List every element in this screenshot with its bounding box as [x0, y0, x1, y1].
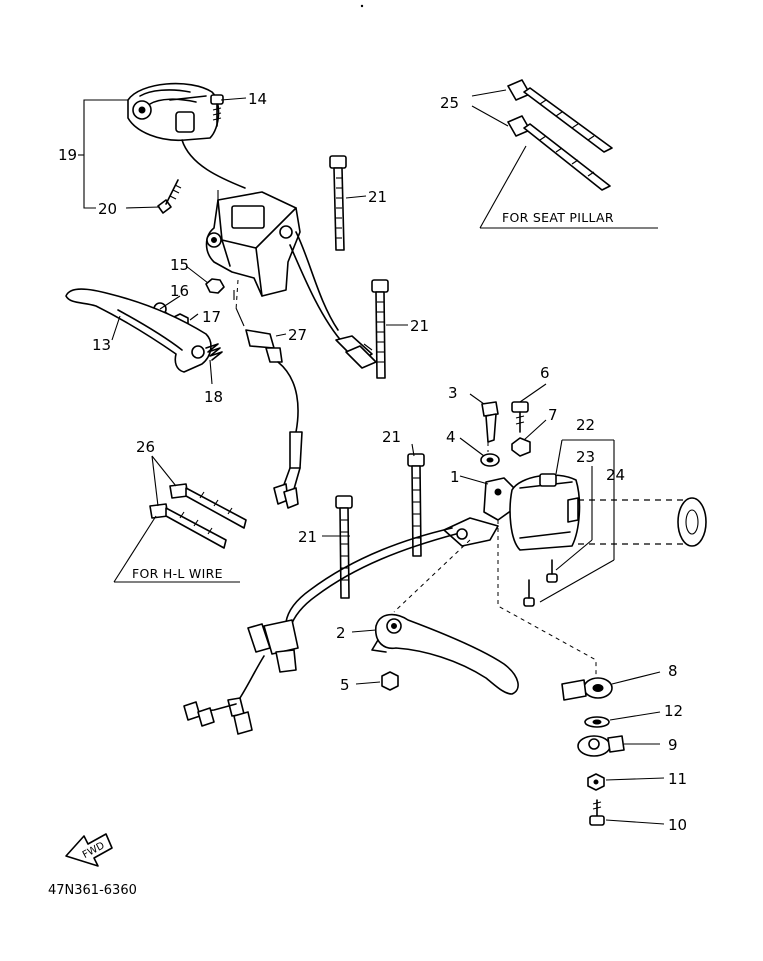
callout-24: 24 [606, 466, 625, 484]
note-seat-pillar: FOR SEAT PILLAR [502, 210, 614, 225]
forward-arrow-icon: FWD [65, 833, 113, 867]
brake-lever-holder-1 [443, 477, 517, 547]
bolt-3 [481, 401, 499, 443]
cable-tie-26-b [149, 503, 227, 549]
callout-20: 20 [98, 200, 117, 218]
callout-18: 18 [204, 388, 223, 406]
left-handlebar-switch [127, 82, 246, 189]
cable-tie-25-b [507, 115, 611, 191]
cable-tie-21-b [371, 279, 389, 379]
cable-adjuster-9 [577, 735, 625, 757]
callout-21-a: 21 [368, 188, 387, 206]
callout-11: 11 [668, 770, 687, 788]
cable-tie-21-c [407, 453, 425, 557]
callout-2: 2 [336, 624, 346, 642]
callout-7: 7 [548, 406, 558, 424]
nut-15 [205, 278, 225, 294]
top-speck [360, 4, 364, 8]
bolt-6 [511, 401, 529, 433]
lever-holder [205, 190, 345, 345]
clutch-lever-13 [65, 288, 212, 373]
lever-holder-connector [335, 335, 377, 369]
washer-4 [480, 453, 500, 467]
right-switch-wire-harness [183, 527, 457, 735]
nut-7 [511, 437, 531, 457]
cable-guide-8 [561, 677, 613, 701]
screw-14 [210, 94, 224, 127]
callout-21-b: 21 [410, 317, 429, 335]
callout-14: 14 [248, 90, 267, 108]
throttle-grip [578, 497, 707, 547]
cable-tie-21-a [329, 155, 347, 251]
catalog-code: 47N361-6360 [48, 883, 137, 898]
callout-1: 1 [450, 468, 460, 486]
screw-24 [523, 579, 535, 607]
callout-22: 22 [576, 416, 595, 434]
cable-tie-21-d [335, 495, 353, 599]
screw-20 [157, 179, 182, 214]
callout-26: 26 [136, 438, 155, 456]
callout-3: 3 [448, 384, 458, 402]
callout-10: 10 [668, 816, 687, 834]
nut-5 [381, 671, 399, 691]
screw-23 [546, 559, 558, 583]
callout-8: 8 [668, 662, 678, 680]
callout-9: 9 [668, 736, 678, 754]
leader-lines [111, 89, 665, 825]
bracket-19 [83, 99, 128, 209]
callout-5: 5 [340, 676, 350, 694]
spring-18 [205, 343, 223, 361]
screw-10 [589, 799, 605, 826]
callout-12: 12 [664, 702, 683, 720]
brake-lever-2 [371, 613, 519, 695]
callout-25: 25 [440, 94, 459, 112]
right-handlebar-switch-22 [509, 473, 581, 551]
callout-19: 19 [58, 146, 77, 164]
callout-21-d: 21 [298, 528, 317, 546]
clutch-switch-27 [233, 290, 303, 509]
cable-tie-25-a [507, 79, 613, 153]
note-hl-wire: FOR H-L WIRE [132, 566, 223, 581]
cable-tie-26-a [169, 483, 247, 529]
callout-4: 4 [446, 428, 456, 446]
callout-21-c: 21 [382, 428, 401, 446]
washer-12 [584, 716, 610, 728]
callout-13: 13 [92, 336, 111, 354]
callout-labels: 14 19 20 21 25 15 16 17 13 27 21 18 3 6 … [58, 90, 687, 834]
callout-15: 15 [170, 256, 189, 274]
nut-11 [587, 773, 605, 791]
callout-23: 23 [576, 448, 595, 466]
callout-27: 27 [288, 326, 307, 344]
callout-6: 6 [540, 364, 550, 382]
callout-17: 17 [202, 308, 221, 326]
callout-16: 16 [170, 282, 189, 300]
